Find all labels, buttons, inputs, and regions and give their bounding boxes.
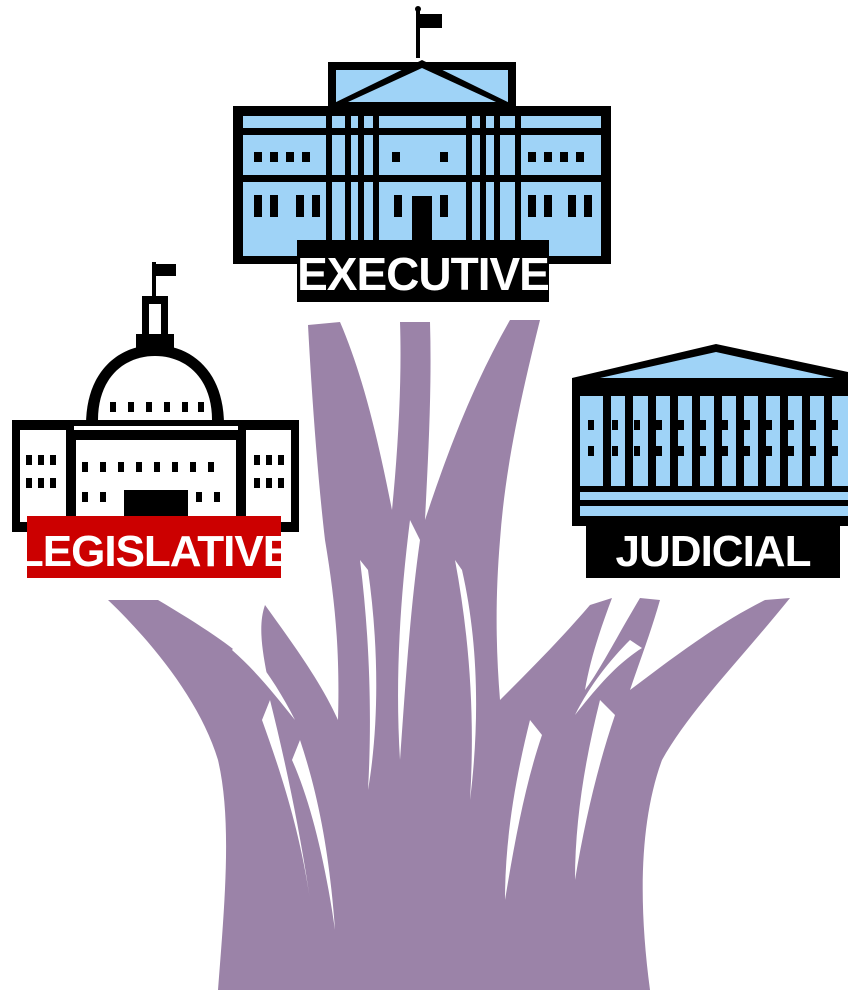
capitol-icon: LEGISLATIVE: [12, 262, 299, 578]
flag-icon: [152, 262, 176, 300]
legislative-label: LEGISLATIVE: [17, 516, 292, 578]
executive-label: EXECUTIVE: [297, 240, 550, 302]
flag-icon: [415, 6, 442, 58]
executive-label-text: EXECUTIVE: [297, 248, 549, 300]
judicial-label: JUDICIAL: [586, 518, 840, 578]
legislative-label-text: LEGISLATIVE: [17, 527, 291, 576]
tree-trunk-icon: [108, 320, 790, 990]
judicial-label-text: JUDICIAL: [616, 527, 811, 576]
white-house-icon: EXECUTIVE: [233, 6, 611, 302]
supreme-court-icon: JUDICIAL: [572, 344, 848, 578]
